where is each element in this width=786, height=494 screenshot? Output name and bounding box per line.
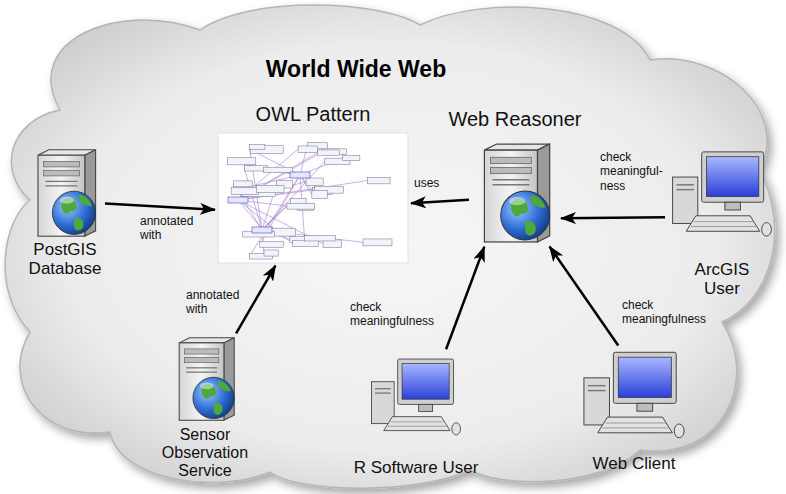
graph-box bbox=[318, 150, 340, 155]
edge-label: annotated with bbox=[186, 288, 258, 317]
server-node: Web Reasoner bbox=[472, 142, 558, 244]
graph-box bbox=[290, 172, 310, 178]
graph-box bbox=[231, 187, 259, 194]
graph-box bbox=[228, 197, 248, 203]
graph-box bbox=[249, 144, 265, 149]
edge-label: annotated with bbox=[140, 214, 212, 243]
cloud bbox=[5, 5, 774, 488]
node-label: Sensor Observation Service bbox=[149, 426, 261, 480]
graph-box bbox=[305, 236, 336, 241]
graph-box bbox=[264, 167, 293, 172]
arrow-connector bbox=[446, 247, 484, 349]
arrow-connector bbox=[561, 216, 665, 219]
diagram-title: World Wide Web bbox=[266, 56, 446, 83]
pattern-image: OWL Pattern bbox=[218, 133, 408, 263]
graph-link bbox=[238, 200, 292, 244]
server-icon bbox=[179, 338, 234, 421]
node-heading: OWL Pattern bbox=[256, 103, 371, 125]
node-label: Web Client bbox=[593, 454, 676, 473]
graph-box bbox=[260, 242, 283, 248]
computer-icon bbox=[584, 352, 684, 437]
arrow-connector bbox=[236, 266, 275, 334]
node-label: ArcGIS User bbox=[689, 260, 755, 298]
client-node: ArcGIS User bbox=[668, 148, 776, 240]
graph-box bbox=[252, 227, 272, 233]
client-node: R Software User bbox=[368, 352, 464, 442]
edge-label: check meaningful- ness bbox=[600, 150, 672, 193]
graph-box bbox=[367, 177, 390, 183]
edge-label: check meaningfulness bbox=[622, 298, 722, 327]
edge-label: uses bbox=[414, 176, 454, 190]
arrow-connector bbox=[105, 203, 215, 209]
graph-box bbox=[228, 158, 256, 165]
computer-icon bbox=[673, 152, 772, 236]
graph-box bbox=[264, 250, 278, 256]
graph-box bbox=[292, 240, 318, 246]
edge-label: check meaningfulness bbox=[350, 300, 450, 329]
computer-icon bbox=[371, 359, 460, 435]
node-label: R Software User bbox=[354, 458, 479, 477]
arrow-connector bbox=[550, 246, 619, 345]
graph-box bbox=[363, 239, 392, 246]
graph-box bbox=[306, 178, 323, 185]
owl-graph-image bbox=[218, 133, 408, 263]
server-node: PostGIS Database bbox=[28, 148, 102, 238]
graph-box bbox=[287, 203, 314, 209]
server-node: Sensor Observation Service bbox=[168, 336, 242, 422]
arrow-connector bbox=[411, 200, 469, 203]
client-node: Web Client bbox=[580, 348, 688, 442]
server-icon bbox=[38, 150, 96, 236]
graph-box bbox=[298, 146, 318, 152]
graph-box bbox=[343, 156, 360, 161]
graph-box bbox=[312, 191, 328, 199]
node-label: PostGIS Database bbox=[23, 240, 107, 278]
node-heading: Web Reasoner bbox=[448, 108, 581, 130]
graph-box bbox=[256, 185, 284, 192]
graph-box bbox=[234, 181, 253, 187]
owl-graph-sketch bbox=[228, 143, 392, 259]
server-icon bbox=[484, 144, 549, 242]
